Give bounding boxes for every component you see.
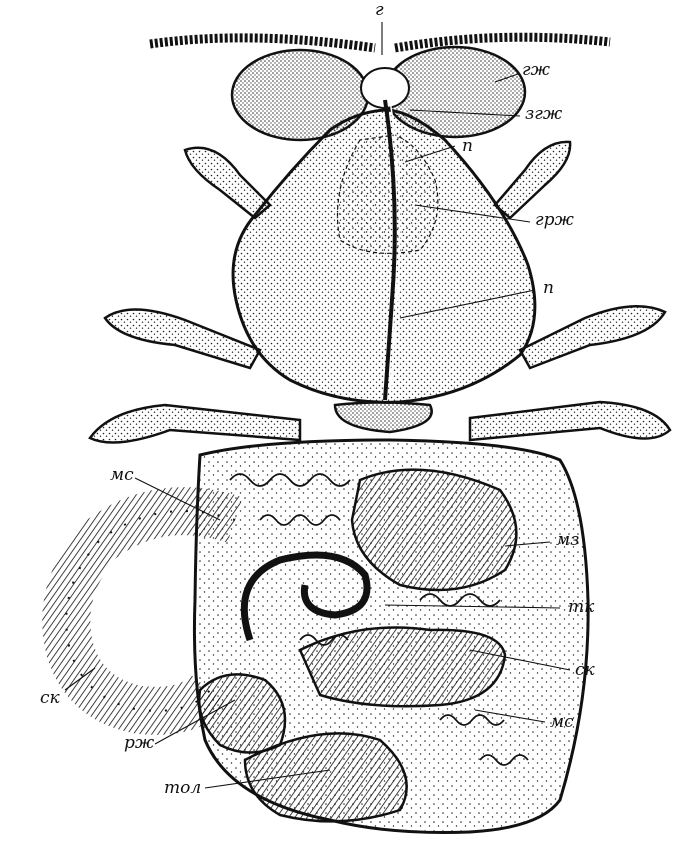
label-sk-left: ск — [40, 690, 60, 707]
label-g: г — [375, 2, 384, 19]
label-tk: тк — [568, 599, 594, 616]
label-tol: тол — [164, 780, 201, 797]
label-mz: мз — [556, 532, 579, 549]
thorax — [233, 100, 535, 402]
label-p-top: п — [462, 138, 473, 155]
label-zgzh: згж — [525, 106, 562, 123]
label-p-mid: п — [543, 280, 554, 297]
label-sk-right: ск — [575, 662, 595, 679]
label-gzh: гж — [522, 62, 550, 79]
petiole — [335, 403, 432, 433]
label-grzh: грж — [535, 212, 574, 229]
label-rzh: рж — [124, 735, 154, 752]
label-ms-right: мс — [550, 714, 574, 731]
label-ms-left: мс — [110, 467, 134, 484]
antennae — [150, 37, 610, 48]
